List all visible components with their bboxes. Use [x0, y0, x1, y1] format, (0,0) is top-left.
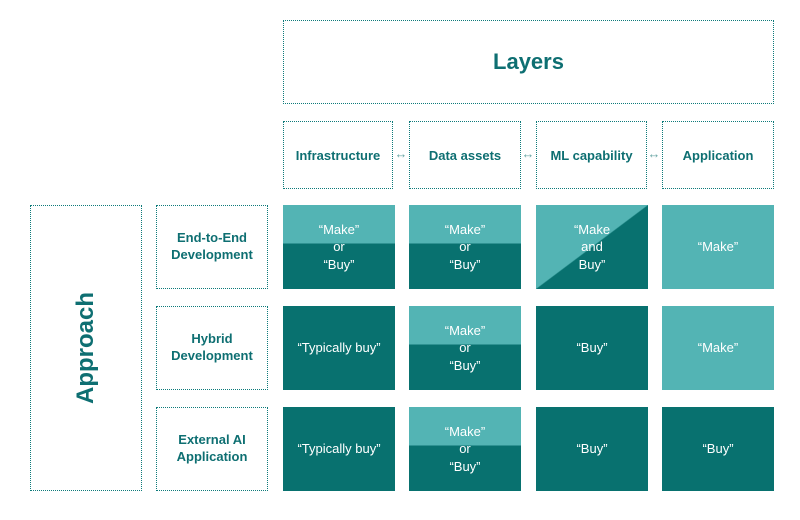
bidirectional-arrow-icon: ↔: [521, 146, 535, 161]
cell-text: “Make” or “Buy”: [318, 221, 360, 272]
cell-text: “Make and Buy”: [573, 221, 611, 272]
cell-hybrid-data-assets: “Make” or “Buy”: [409, 306, 521, 390]
cell-text: “Typically buy”: [297, 340, 381, 356]
column-header-ml-capability: ML capability: [536, 121, 647, 189]
cell-text: “Buy”: [576, 340, 608, 356]
cell-hybrid-infrastructure: “Typically buy”: [283, 306, 395, 390]
cell-end-to-end-data-assets: “Make” or “Buy”: [409, 205, 521, 289]
row-header-end-to-end: End-to-End Development: [156, 205, 268, 289]
cell-text: “Make” or “Buy”: [444, 221, 486, 272]
cell-text: “Make”: [697, 239, 739, 255]
layers-title: Layers: [283, 20, 774, 104]
cell-text: “Make” or “Buy”: [444, 322, 486, 373]
cell-external-ai-data-assets: “Make” or “Buy”: [409, 407, 521, 491]
cell-text: “Typically buy”: [297, 441, 381, 457]
cell-end-to-end-ml-capability: “Make and Buy”: [536, 205, 648, 289]
cell-external-ai-application: “Buy”: [662, 407, 774, 491]
cell-hybrid-ml-capability: “Buy”: [536, 306, 648, 390]
cell-text: “Buy”: [702, 441, 734, 457]
column-header-application: Application: [662, 121, 774, 189]
cell-end-to-end-infrastructure: “Make” or “Buy”: [283, 205, 395, 289]
row-header-hybrid: Hybrid Development: [156, 306, 268, 390]
approach-label: Approach: [72, 291, 100, 405]
cell-text: “Buy”: [576, 441, 608, 457]
cell-hybrid-application: “Make”: [662, 306, 774, 390]
row-header-external-ai: External AI Application: [156, 407, 268, 491]
cell-text: “Make” or “Buy”: [444, 423, 486, 474]
cell-end-to-end-application: “Make”: [662, 205, 774, 289]
approach-title: Approach: [30, 205, 142, 491]
cell-external-ai-infrastructure: “Typically buy”: [283, 407, 395, 491]
bidirectional-arrow-icon: ↔: [647, 146, 661, 161]
bidirectional-arrow-icon: ↔: [394, 146, 408, 161]
cell-text: “Make”: [697, 340, 739, 356]
column-header-infrastructure: Infrastructure: [283, 121, 393, 189]
column-header-data-assets: Data assets: [409, 121, 521, 189]
cell-external-ai-ml-capability: “Buy”: [536, 407, 648, 491]
